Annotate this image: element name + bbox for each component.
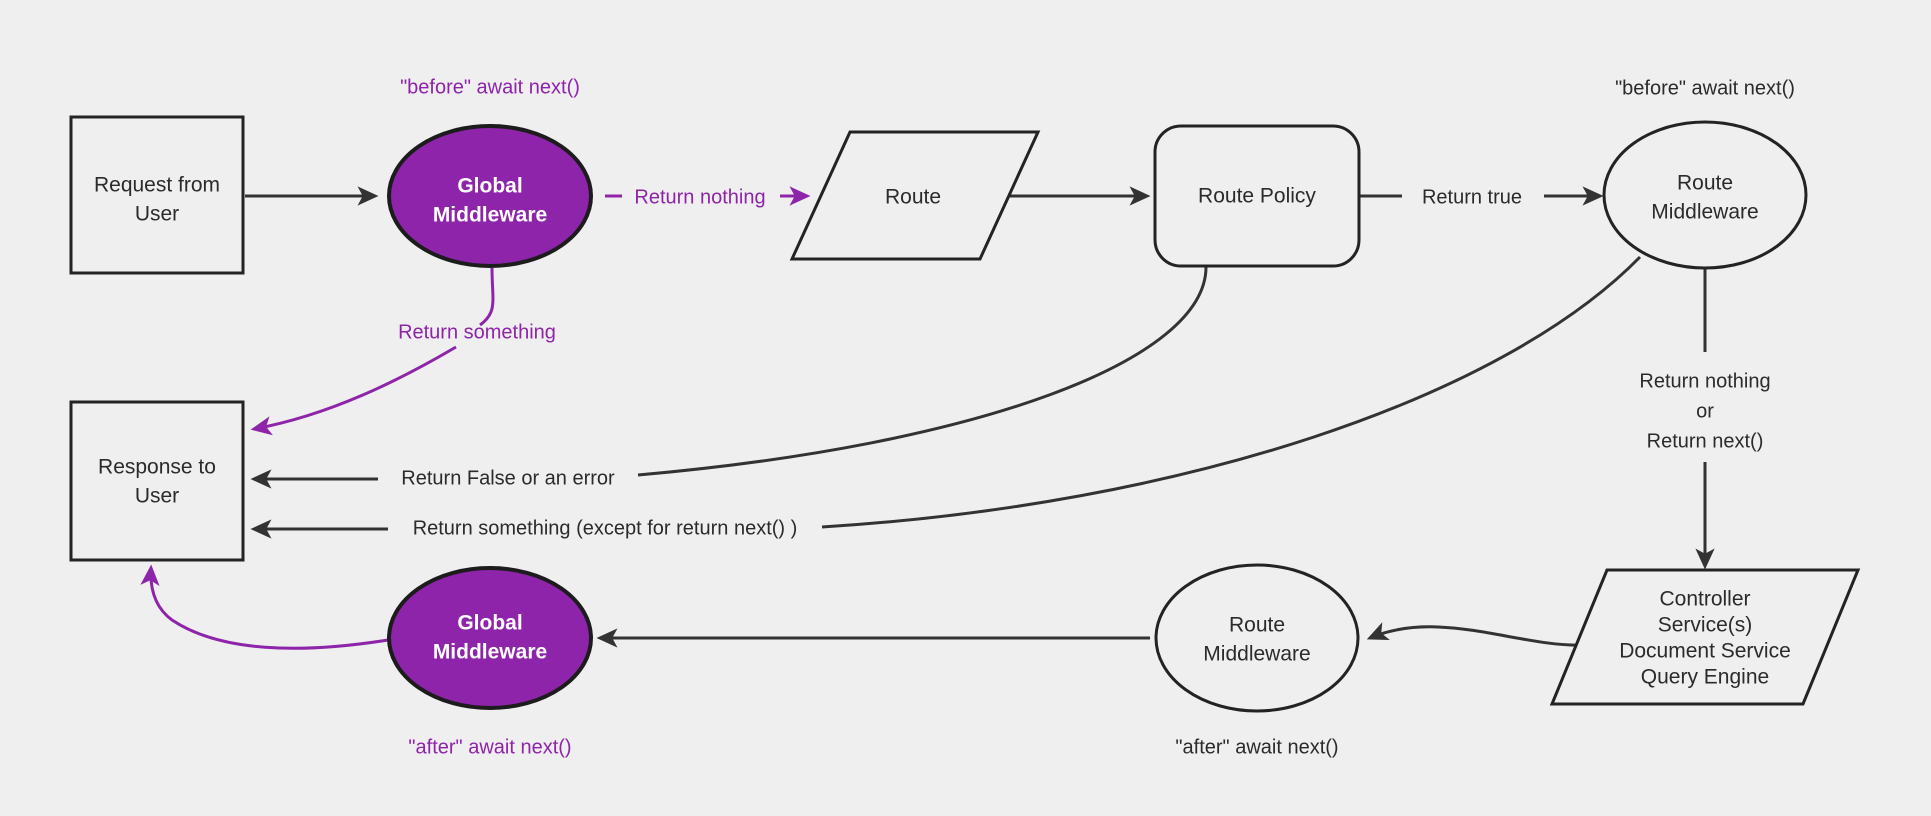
node-shape-parallelogram[interactable] xyxy=(789,130,1041,261)
node-label: Route xyxy=(885,186,941,209)
node-route-middleware-after[interactable]: Route Middleware xyxy=(1154,563,1360,713)
edge-label-return-nothing-line1: Return nothing xyxy=(1639,370,1770,392)
edge-line-upper xyxy=(479,267,495,327)
node-label-line1: Global xyxy=(457,175,522,198)
node-label-line2: Middleware xyxy=(433,204,547,227)
node-controller-services[interactable]: Controller Service(s) Document Service Q… xyxy=(1549,568,1861,706)
edge-label-return-something: Return something xyxy=(398,321,556,343)
node-shape-rectangle[interactable] xyxy=(69,115,245,275)
node-label-line1: Controller xyxy=(1659,588,1750,611)
node-label-line1: Route xyxy=(1677,172,1733,195)
node-response-to-user[interactable]: Response to User xyxy=(69,400,245,562)
edge-controller-to-route-middleware-after xyxy=(1366,622,1586,647)
edge-line xyxy=(140,564,389,650)
node-shape-ellipse[interactable] xyxy=(1154,563,1360,713)
node-label-line1: Global xyxy=(457,612,522,635)
node-shape-ellipse[interactable] xyxy=(1602,120,1808,270)
node-label-line4: Query Engine xyxy=(1641,666,1769,689)
node-route[interactable]: Route xyxy=(789,130,1041,261)
edge-label-return-false-or-error: Return False or an error xyxy=(401,467,615,489)
edge-route-middleware-to-response: Return something (except for return next… xyxy=(250,255,1642,539)
node-label-line2: Service(s) xyxy=(1658,614,1753,637)
node-label-line2: User xyxy=(135,203,179,226)
edge-label-return-something-except: Return something (except for return next… xyxy=(413,517,798,539)
annotation-after-await-next-global: "after" await next() xyxy=(408,736,571,758)
node-label-line1: Route xyxy=(1229,614,1285,637)
node-shape-rounded-rectangle[interactable] xyxy=(1153,124,1361,268)
node-global-middleware-before[interactable]: Global Middleware xyxy=(387,124,593,268)
node-shape-parallelogram[interactable] xyxy=(1549,568,1861,706)
edge-line-right xyxy=(637,266,1208,477)
node-shape-ellipse[interactable] xyxy=(387,566,593,710)
edge-route-middleware-to-controller: Return nothing or Return next() xyxy=(1639,268,1771,570)
edge-line-right xyxy=(821,255,1642,529)
node-label-line1: Request from xyxy=(94,174,220,197)
node-request-from-user[interactable]: Request from User xyxy=(69,115,245,275)
edge-route-policy-to-route-middleware: Return true xyxy=(1360,186,1604,208)
edge-line xyxy=(1366,622,1586,647)
node-label: Route Policy xyxy=(1198,185,1316,208)
node-label-line2: Middleware xyxy=(1203,643,1310,666)
node-label-line2: Middleware xyxy=(433,641,547,664)
edge-label-or-line2: or xyxy=(1696,400,1714,422)
annotation-before-await-next-route: "before" await next() xyxy=(1615,77,1795,99)
edge-label-return-true: Return true xyxy=(1422,186,1522,208)
edge-line-lower xyxy=(250,345,457,436)
node-label-line2: User xyxy=(135,485,179,508)
edge-global-middleware-to-route: Return nothing xyxy=(605,186,811,208)
edge-global-middleware-to-response: Return something xyxy=(250,267,556,436)
node-label-line2: Middleware xyxy=(1651,201,1758,224)
node-global-middleware-after[interactable]: Global Middleware xyxy=(387,566,593,710)
node-label-line1: Response to xyxy=(98,456,216,479)
node-label-line3: Document Service xyxy=(1619,640,1791,663)
node-route-policy[interactable]: Route Policy xyxy=(1153,124,1361,268)
edge-label-return-next-line3: Return next() xyxy=(1647,430,1764,452)
node-route-middleware-before[interactable]: Route Middleware xyxy=(1602,120,1808,270)
edge-route-policy-to-response: Return False or an error xyxy=(250,266,1208,489)
edge-global-middleware-after-to-response xyxy=(140,564,389,650)
edge-label-return-nothing: Return nothing xyxy=(634,186,765,208)
node-shape-rectangle[interactable] xyxy=(69,400,245,562)
annotation-before-await-next-global: "before" await next() xyxy=(400,76,580,98)
annotation-after-await-next-route: "after" await next() xyxy=(1175,736,1338,758)
node-shape-ellipse[interactable] xyxy=(387,124,593,268)
